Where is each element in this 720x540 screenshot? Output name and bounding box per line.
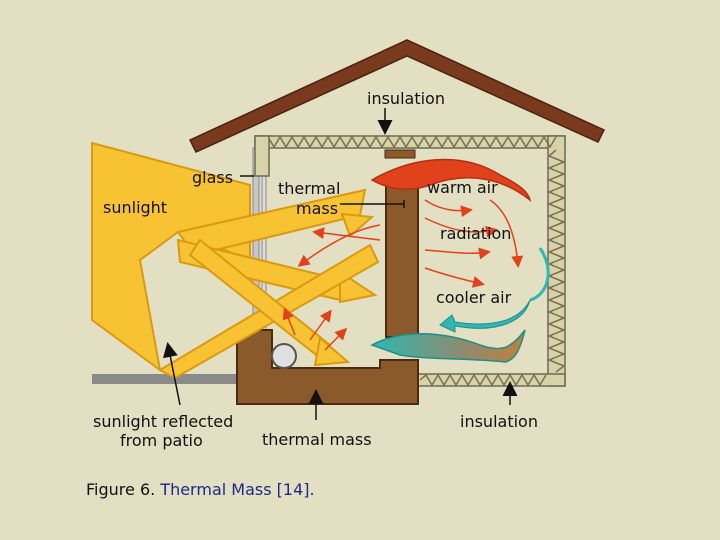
- label-insulation-bottom: insulation: [460, 412, 538, 431]
- label-sunlight-reflected-2: from patio: [120, 431, 203, 450]
- caption-text: Thermal Mass [14].: [160, 480, 315, 499]
- label-sunlight: sunlight: [103, 198, 167, 217]
- ceiling-vent: [384, 149, 416, 159]
- label-warm-air: warm air: [427, 178, 498, 197]
- cooler-air-swirl: [529, 247, 550, 302]
- cooler-air-flow: [370, 329, 526, 363]
- sunlight-rays: [91, 141, 380, 380]
- patio-ground: [92, 374, 242, 384]
- label-cooler-air: cooler air: [436, 288, 512, 307]
- radiation-arrows: [282, 199, 524, 351]
- label-thermal-mass-upper-1: thermal: [278, 179, 340, 198]
- label-glass: glass: [192, 168, 233, 187]
- figure-caption: Figure 6. Thermal Mass [14].: [86, 480, 315, 499]
- label-radiation: radiation: [440, 224, 511, 243]
- label-sunlight-reflected-1: sunlight reflected: [93, 412, 233, 431]
- leader-lines: [162, 108, 518, 420]
- duct-opening: [271, 343, 297, 369]
- label-thermal-mass-upper-2: mass: [296, 199, 338, 218]
- warm-air-flow: [370, 158, 532, 202]
- label-thermal-mass-lower: thermal mass: [262, 430, 372, 449]
- cooler-air-arrow: [439, 299, 531, 333]
- roof: [188, 39, 606, 153]
- label-insulation-top: insulation: [367, 89, 445, 108]
- thermal-mass: [236, 181, 419, 405]
- caption-prefix: Figure 6.: [86, 480, 156, 499]
